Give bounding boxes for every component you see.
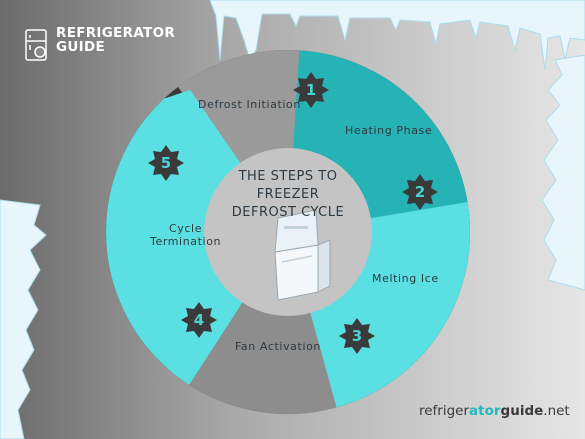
step-label-5: Cycle Termination (150, 222, 221, 248)
icicle-decoration-right (541, 54, 585, 291)
step-label-4: Fan Activation (235, 340, 321, 353)
diagram-title: THE STEPS TO FREEZER DEFROST CYCLE (215, 168, 361, 222)
footer-site-link[interactable]: refrigeratorguide.net (419, 403, 570, 419)
step-badge-3 (339, 318, 375, 354)
brand-logo[interactable]: REFRIGERATOR GUIDE (22, 26, 175, 54)
brand-line-2: GUIDE (56, 39, 105, 55)
step-number-2: 2 (414, 183, 426, 201)
freezer-chest-icon (274, 209, 331, 301)
step-label-1: Defrost Initiation (198, 98, 301, 111)
step-badge-2 (402, 174, 438, 210)
step-number-1: 1 (305, 81, 317, 99)
site-part-3: guide (500, 403, 544, 419)
site-part-2: ator (469, 403, 501, 419)
step-number-5: 5 (160, 154, 172, 172)
step-label-5-line-2: Termination (150, 235, 222, 248)
site-part-4: .net (543, 403, 570, 419)
step-label-3: Melting Ice (372, 272, 439, 285)
icicle-decoration-left (0, 199, 47, 439)
title-line-1: THE STEPS TO FREEZER (238, 169, 338, 202)
step-label-5-line-1: Cycle (169, 222, 203, 235)
brand-name: REFRIGERATOR GUIDE (56, 26, 175, 54)
site-part-1: refriger (419, 403, 470, 419)
brand-line-1: REFRIGERATOR (56, 25, 176, 41)
step-number-3: 3 (351, 327, 363, 345)
step-badge-1 (293, 72, 329, 108)
step-number-4: 4 (193, 311, 205, 329)
refrigerator-logo-icon (25, 29, 47, 61)
step-badge-5 (148, 145, 184, 181)
step-badge-4 (181, 302, 217, 338)
step-label-2: Heating Phase (345, 124, 433, 137)
title-line-2: DEFROST CYCLE (231, 205, 345, 220)
